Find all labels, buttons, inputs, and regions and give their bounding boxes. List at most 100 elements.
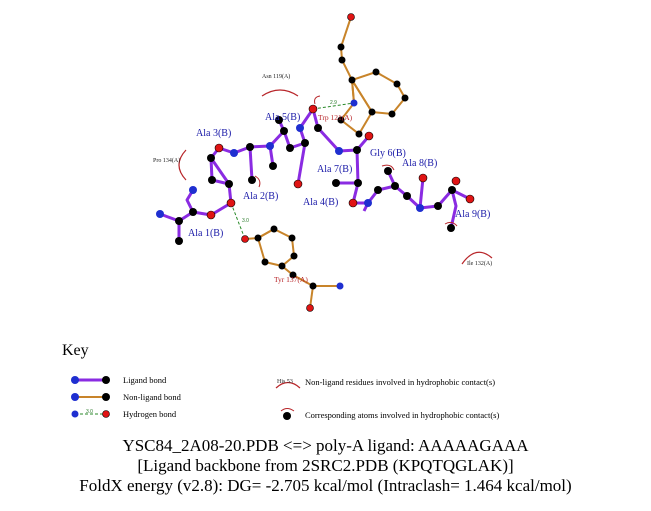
atom-l-27 [364,131,374,141]
atom-l-4 [189,208,197,216]
atom-trp-2 [337,43,345,51]
ligand-ala4-o [296,142,307,185]
atom-l-12 [230,149,238,157]
key-hbond-distance: 3.0 [86,409,93,415]
label-ala8: Ala 8(B) [402,158,437,169]
atom-tyr-8 [309,282,317,290]
atom-l-9 [214,143,224,153]
atom-tyr-1 [254,234,262,242]
atom-l-38 [434,202,442,210]
atom-l-24 [314,124,322,132]
atom-trp-8 [368,108,376,116]
key-hydrophobic-residues-label: Non-ligand residues involved in hydropho… [305,377,496,387]
key-nonligand-bond-label: Non-ligand bond [123,392,181,402]
atom-trp-1 [347,13,355,21]
hbond-distance-1: 2.9 [330,100,337,106]
atom-l-19 [286,144,294,152]
atom-hydrophobic-marks [254,95,458,227]
atom-l-18 [275,116,283,124]
atom-l-42 [447,224,455,232]
hydrogen-bonds [230,102,355,240]
atom-l-25 [335,147,343,155]
atom-l-21 [293,179,303,189]
atom-trp-6 [337,116,345,124]
label-asn119: Asn 119(A) [262,73,290,80]
atom-l-5 [206,210,216,220]
atom-l-13 [246,143,254,151]
atom-tyr-n [336,282,344,290]
hmark-4 [314,95,321,105]
atom-l-33 [384,167,392,175]
label-trp121: Trp 121(A) [318,113,353,122]
atom-tyr-7 [289,271,297,279]
protein-residue-labels: Trp 121(A) Tyr 137(A) Asn 119(A) Pro 134… [153,73,492,284]
key-hydrophobic-atoms-label: Corresponding atoms involved in hydropho… [305,410,500,420]
caption-line-2: [Ligand backbone from 2SRC2.PDB (KPQTQGL… [137,456,514,475]
arc-ile132 [461,251,493,265]
hmark-1 [254,175,261,188]
trp121-ring5 [339,79,374,136]
nonligand-bonds [244,16,407,309]
hbond-distance-2: 3.0 [242,218,249,224]
key-title: Key [62,342,89,359]
label-ile132: Ile 132(A) [467,260,492,267]
atom-l-37 [418,173,428,183]
arc-pro134 [178,149,187,181]
atom-l-20 [301,139,309,147]
atom-tyr-6 [261,258,269,266]
atom-l-1 [156,210,164,218]
key-nonligand-bond-sample [71,393,110,401]
atom-l-29 [332,179,340,187]
key-samples: 3.0 His 53 [71,376,301,420]
atom-l-34 [391,182,399,190]
label-ala5: Ala 5(B) [265,112,300,123]
hmark-2 [381,164,395,171]
arc-asn119 [261,89,299,97]
atom-l-39 [448,186,456,194]
trp121-ring6 [350,70,407,116]
label-tyr137: Tyr 137(A) [274,275,308,284]
atom-l-10 [225,180,233,188]
atom-trp-7 [355,130,363,138]
atom-l-14 [248,176,256,184]
atom-l-32 [374,186,382,194]
atom-trp-4 [348,76,356,84]
atom-trp-12 [388,110,396,118]
label-ala2: Ala 2(B) [243,191,278,202]
atom-l-7 [208,176,216,184]
label-pro134: Pro 134(A) [153,157,180,164]
atom-trp-5 [350,99,358,107]
hbond-tyr137 [230,202,246,240]
atom-tyr-o [306,304,314,312]
atom-l-26 [353,146,361,154]
atom-l-11 [226,198,236,208]
label-ala9: Ala 9(B) [455,209,490,220]
atoms [156,13,475,312]
hbond-trp121 [312,102,355,110]
tyr137-tail [281,265,340,287]
atom-l-40 [465,194,475,204]
atom-l-28 [354,179,362,187]
atom-tyr-5 [278,262,286,270]
label-ala1: Ala 1(B) [188,228,223,239]
atom-trp-9 [372,68,380,76]
atom-l-3 [175,237,183,245]
atom-l-23 [308,104,318,114]
atom-tyr-4 [290,252,298,260]
key-hydrophobic-example: His 53 [277,379,293,385]
atom-tyr-2 [270,225,278,233]
atom-trp-11 [401,94,409,102]
ligand-o-ala3 [209,157,231,185]
atom-l-8 [207,154,215,162]
label-ala7: Ala 7(B) [317,164,352,175]
key-hydrophobic-residue-sample: His 53 [275,379,301,389]
caption-line-3: FoldX energy (v2.8): DG= -2.705 kcal/mol… [79,476,572,495]
atom-l-6 [189,186,197,194]
ligand-residue-labels: Ala 1(B) Ala 2(B) Ala 3(B) Ala 4(B) Ala … [188,112,490,239]
key-hydrophobic-atom-sample [280,408,295,420]
atom-trp-10 [393,80,401,88]
ligand-cb-ala2 [248,146,254,181]
atom-l-41 [451,176,461,186]
atom-l-15 [266,142,274,150]
